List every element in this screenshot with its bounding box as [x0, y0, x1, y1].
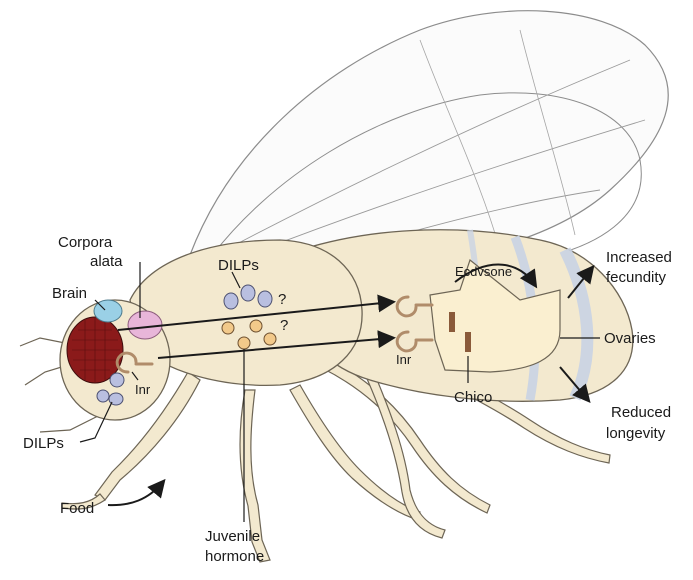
label-question-1: ?	[278, 291, 286, 308]
corpora-allata-organ	[128, 311, 162, 339]
label-dilps-left: DILPs	[23, 435, 64, 452]
label-ovaries: Ovaries	[604, 330, 656, 347]
label-reduced-2: longevity	[606, 425, 666, 442]
upper-wing	[190, 11, 668, 267]
label-corpora-alata-2: alata	[90, 253, 123, 270]
label-question-2: ?	[280, 317, 288, 334]
label-chico: Chico	[454, 389, 492, 406]
label-juvenile-2: hormone	[205, 548, 264, 565]
label-increased-2: fecundity	[606, 269, 667, 286]
label-dilps-top: DILPs	[218, 257, 259, 274]
chico-mark-1	[449, 312, 455, 332]
label-food: Food	[60, 500, 94, 517]
label-juvenile-1: Juvenile	[205, 528, 260, 545]
label-corpora-alata-1: Corpora	[58, 234, 113, 251]
label-reduced-1: Reduced	[611, 404, 671, 421]
label-increased-1: Increased	[606, 249, 672, 266]
chico-mark-2	[465, 332, 471, 352]
label-ecdysone: Ecdvsone	[455, 264, 512, 279]
label-inr-left: Inr	[135, 382, 151, 397]
label-inr-right: Inr	[396, 352, 412, 367]
label-brain: Brain	[52, 285, 87, 302]
